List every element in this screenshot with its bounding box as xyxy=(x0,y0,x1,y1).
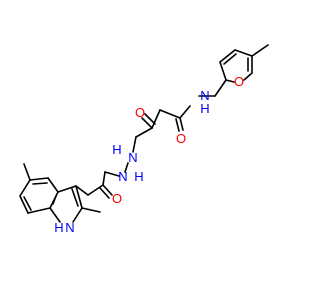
bond xyxy=(234,49,253,57)
bond xyxy=(29,177,49,181)
bond xyxy=(71,188,79,207)
bond xyxy=(57,185,77,193)
bond xyxy=(23,196,32,211)
bond xyxy=(19,179,31,197)
hydrazide-n2-label: N xyxy=(118,169,127,184)
hydrazide-oxygen-bottom-label: O xyxy=(112,191,122,206)
furan-oxygen-label: O xyxy=(234,74,244,89)
indole-nitrogen-label: N xyxy=(65,220,74,235)
bond xyxy=(47,177,59,193)
hydrazide-h2-label: H xyxy=(134,169,143,184)
amide-hydrogen-label: H xyxy=(200,101,209,116)
bond xyxy=(49,207,61,223)
molecule-canvas: O N H O O H N N H O H N xyxy=(19,44,269,235)
amide-chain xyxy=(135,79,227,138)
bond xyxy=(219,61,227,81)
bond xyxy=(52,195,57,205)
bond xyxy=(75,185,89,196)
hydrazide-h1-label: H xyxy=(112,142,121,157)
bond xyxy=(87,184,104,196)
bond xyxy=(104,171,120,177)
bond xyxy=(135,127,153,138)
bond xyxy=(124,162,129,173)
atom-labels: O N H O O H N N H O H N xyxy=(54,74,244,235)
amide-oxygen-label: O xyxy=(176,131,186,146)
bond xyxy=(27,207,51,214)
bond xyxy=(159,109,181,119)
hydrazide-oxygen-top-label: O xyxy=(135,105,145,120)
indole-ring xyxy=(19,163,101,223)
carbonyl-bond xyxy=(144,113,156,125)
bond xyxy=(223,53,237,65)
bond xyxy=(75,185,83,209)
bond xyxy=(32,182,48,185)
bond xyxy=(225,79,235,83)
bond xyxy=(179,105,191,119)
hydrazide-n1-label: N xyxy=(128,150,137,165)
indole-hydrogen-label: H xyxy=(54,220,63,235)
bond xyxy=(102,171,106,186)
bond xyxy=(151,109,161,129)
carbonyl-bond xyxy=(99,187,110,199)
bond xyxy=(132,136,137,153)
bond xyxy=(219,49,236,63)
bond xyxy=(214,79,227,97)
hydrazide xyxy=(75,136,137,199)
bond xyxy=(72,207,83,223)
carbonyl-bond xyxy=(102,184,113,196)
methyl-bond xyxy=(251,44,269,57)
methyl-bond xyxy=(81,207,101,213)
molecule-structure: O N H O O H N N H O H N xyxy=(19,44,269,235)
bond xyxy=(243,72,253,81)
carbonyl-bond xyxy=(179,117,184,131)
bond xyxy=(19,195,29,214)
carbonyl-bond xyxy=(175,118,180,132)
carbonyl-bond xyxy=(141,117,153,129)
methyl-bond xyxy=(23,163,31,181)
furan-ring xyxy=(219,44,269,83)
amide-nitrogen-label: N xyxy=(200,88,209,103)
